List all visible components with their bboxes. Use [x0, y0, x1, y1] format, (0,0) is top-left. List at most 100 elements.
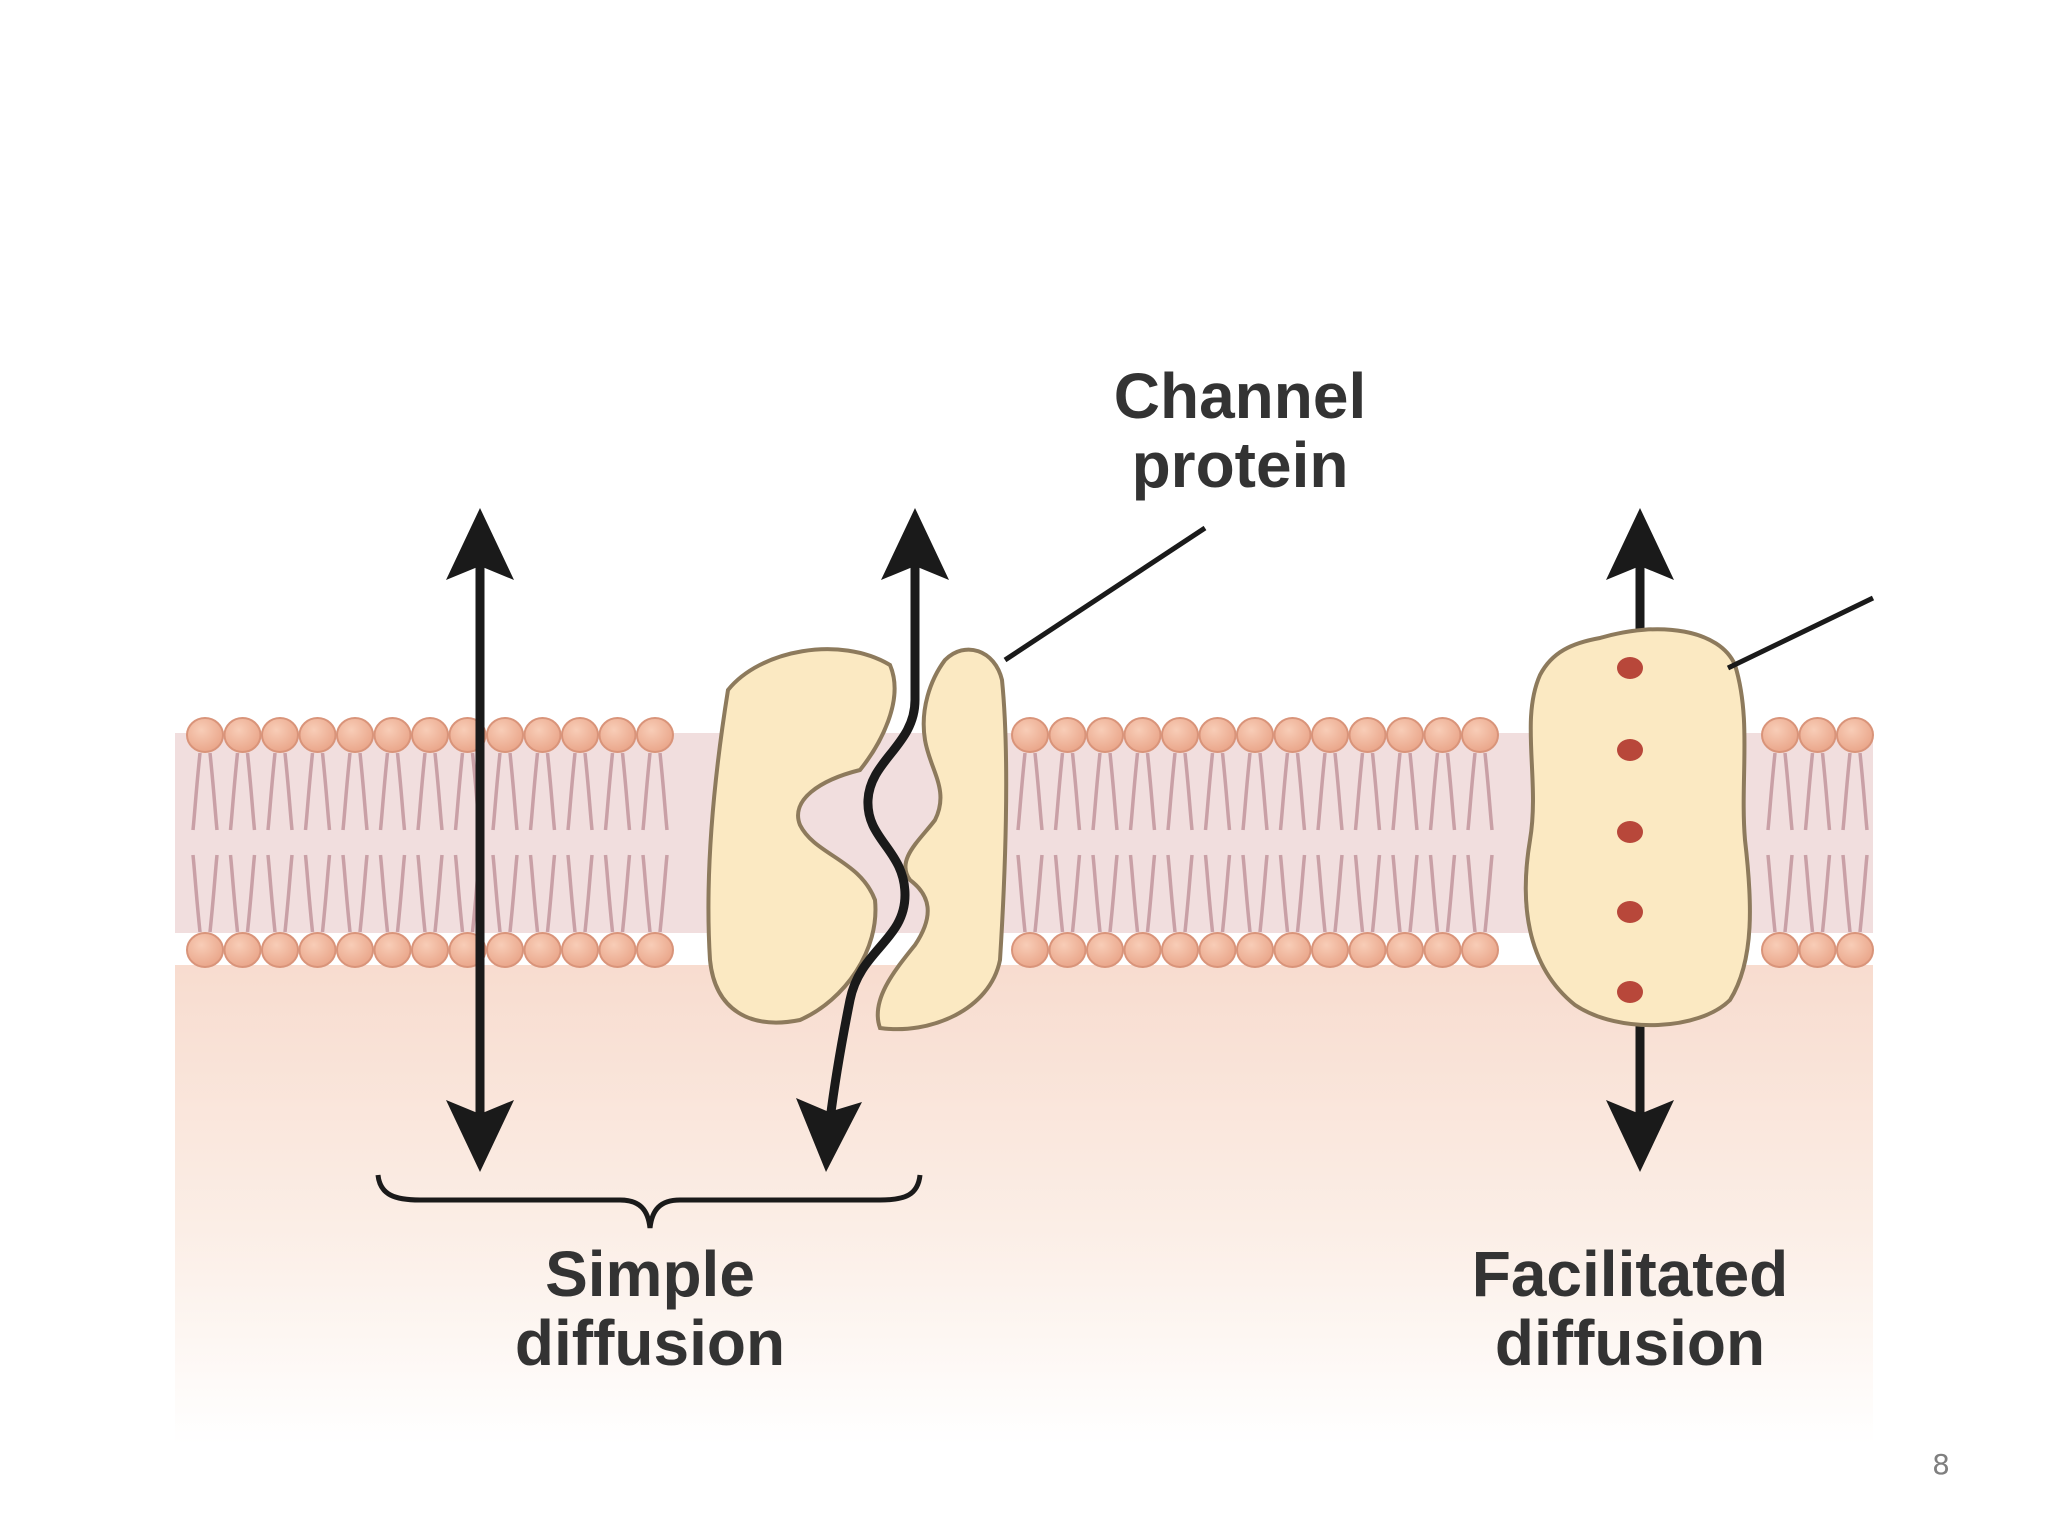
phospholipid-head — [1011, 717, 1049, 753]
phospholipid-head — [1423, 717, 1462, 753]
simple-diffusion-label: Simple diffusion — [430, 1238, 870, 1380]
solute-dot — [1617, 901, 1643, 923]
phospholipid-head — [261, 717, 299, 753]
lipid-tails — [191, 752, 1869, 933]
phospholipid-head — [1236, 717, 1274, 753]
phospholipid-head — [523, 717, 562, 753]
lipid-tail — [1428, 752, 1457, 831]
phospholipid-head — [1048, 717, 1087, 753]
lipid-tail — [266, 752, 294, 831]
phospholipid-head — [1123, 717, 1162, 753]
phospholipid-head — [186, 717, 224, 753]
phospholipid-head — [373, 717, 412, 753]
lipid-tail — [566, 854, 594, 933]
lipid-tail — [1466, 854, 1494, 933]
phospholipid-head — [1048, 932, 1087, 968]
phospholipid-head — [1386, 932, 1424, 968]
carrier-label-pointer — [1726, 595, 1875, 671]
phospholipid-head — [298, 932, 337, 968]
lipid-tail — [1803, 854, 1832, 933]
phospholipid-head — [1311, 932, 1349, 968]
lipid-tail — [341, 854, 369, 933]
phospholipid-head — [298, 717, 337, 753]
facilitated-diffusion-label-text: Facilitated diffusion — [1471, 1238, 1789, 1380]
lipid-tail — [1053, 854, 1082, 933]
lipid-tail — [1128, 854, 1157, 933]
simple-diffusion-arrow-icon — [446, 508, 514, 1172]
phospholipid-head — [411, 932, 449, 968]
channel-label-pointer — [1003, 525, 1207, 663]
phospholipid-head — [1348, 932, 1387, 968]
lipid-tail — [191, 752, 219, 831]
lipid-tail — [528, 854, 557, 933]
lipid-tail — [416, 854, 444, 933]
phospholipid-head — [1198, 717, 1237, 753]
phospholipid-head — [636, 717, 674, 753]
phospholipid-head — [1423, 932, 1462, 968]
lipid-tail — [603, 752, 632, 831]
channel-diffusion-arrow-icon — [796, 508, 949, 1172]
phospholipid-head — [1086, 717, 1124, 753]
channel-protein-right-subunit — [875, 647, 1009, 1032]
phospholipid-head — [486, 717, 524, 753]
facilitated-diffusion-label: Facilitated diffusion — [1370, 1238, 1890, 1380]
phospholipid-head — [336, 717, 374, 753]
lipid-tail — [416, 752, 444, 831]
simple-diffusion-label-text: Simple diffusion — [514, 1238, 786, 1380]
lipid-tail — [1166, 854, 1194, 933]
phospholipid-head — [636, 932, 674, 968]
lipid-tail — [1316, 752, 1344, 831]
solute-molecules — [1617, 657, 1643, 1003]
lipid-tail — [1203, 752, 1232, 831]
phospholipid-head — [1161, 932, 1199, 968]
lipid-tail — [1428, 854, 1457, 933]
lipid-tail — [228, 854, 257, 933]
phospholipid-head — [411, 717, 449, 753]
lipid-tail — [1241, 854, 1269, 933]
lipid-tail — [641, 854, 669, 933]
phospholipid-head — [598, 717, 637, 753]
carrier-protein — [1523, 627, 1752, 1028]
lipid-tail — [378, 752, 407, 831]
lipid-tail — [566, 752, 594, 831]
phospholipid-head — [1273, 932, 1312, 968]
curly-brace-icon — [375, 1174, 923, 1229]
phospholipid-head — [186, 932, 224, 968]
lipid-tail — [1766, 854, 1794, 933]
lipid-tail — [1016, 752, 1044, 831]
channel-protein-label: Channel protein — [1030, 360, 1450, 502]
phospholipid-head — [1836, 717, 1874, 753]
lipid-tail — [1766, 752, 1794, 831]
lipid-tail — [1841, 854, 1869, 933]
lipid-tail — [1278, 752, 1307, 831]
phospholipid-head — [1798, 932, 1837, 968]
phospholipid-head — [1461, 932, 1499, 968]
lipid-tail — [1016, 854, 1044, 933]
lipid-tail — [491, 854, 519, 933]
phospholipid-head — [1161, 717, 1199, 753]
phospholipid-head — [1311, 717, 1349, 753]
phospholipid-head — [486, 932, 524, 968]
lipid-tail — [1278, 854, 1307, 933]
lipid-tail — [1316, 854, 1344, 933]
lipid-tail — [228, 752, 257, 831]
lipid-tail — [1166, 752, 1194, 831]
phospholipid-head — [261, 932, 299, 968]
lipid-tail — [1353, 854, 1382, 933]
phospholipid-head — [1086, 932, 1124, 968]
phospholipid-head — [1236, 932, 1274, 968]
phospholipid-head — [1386, 717, 1424, 753]
channel-protein-label-text: Channel protein — [1113, 360, 1367, 502]
phospholipid-head — [598, 932, 637, 968]
lipid-tail — [1241, 752, 1269, 831]
phospholipid-head — [523, 932, 562, 968]
lipid-tail — [603, 854, 632, 933]
phospholipid-head — [336, 932, 374, 968]
lipid-tail — [1391, 854, 1419, 933]
lipid-tail — [266, 854, 294, 933]
cytoplasm-region — [175, 965, 1873, 1445]
phospholipid-head — [223, 717, 262, 753]
phospholipid-head — [373, 932, 412, 968]
phospholipid-head — [1011, 932, 1049, 968]
